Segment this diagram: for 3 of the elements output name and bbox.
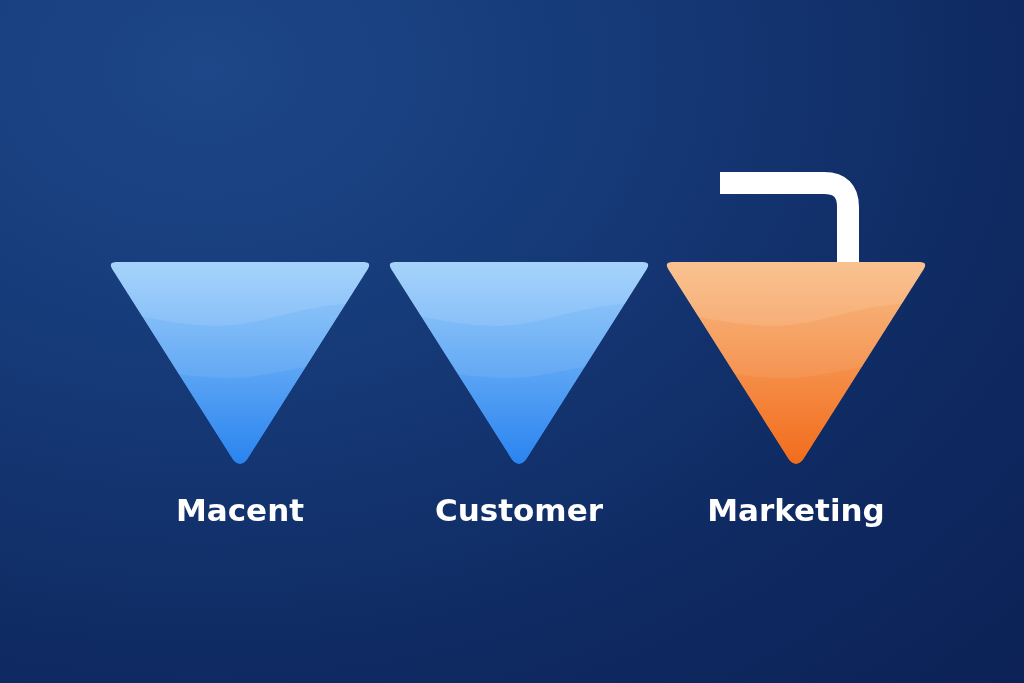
funnel-label: Customer bbox=[434, 492, 604, 528]
funnel-label: Marketing bbox=[706, 492, 886, 528]
funnel-label: Macent bbox=[174, 492, 306, 528]
